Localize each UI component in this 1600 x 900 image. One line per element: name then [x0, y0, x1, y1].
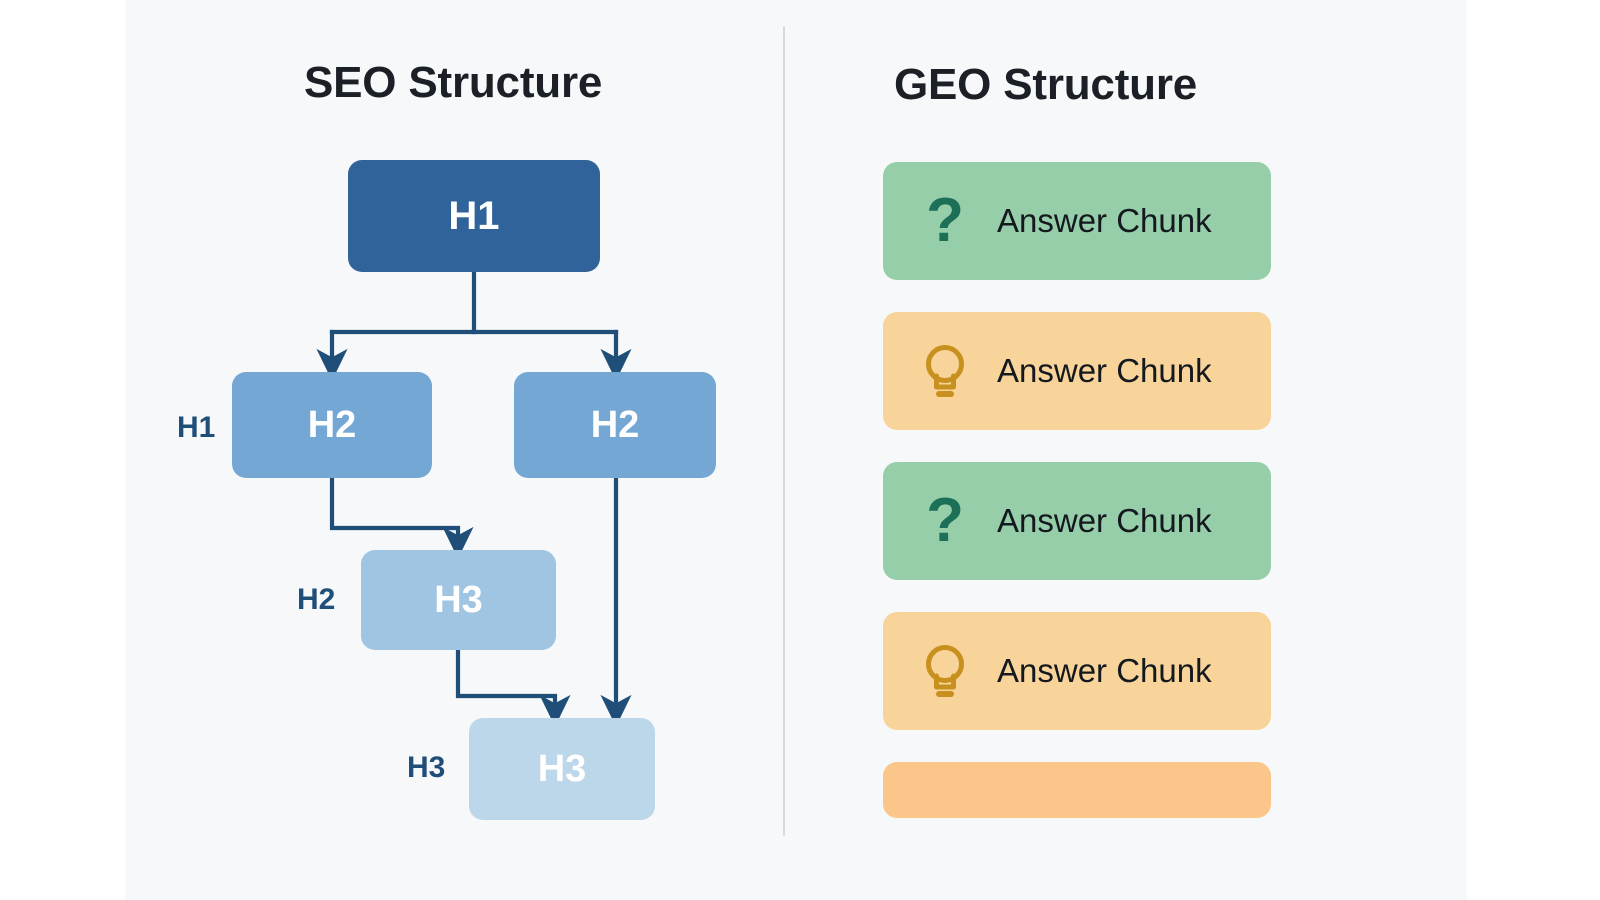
seo-node-label: H3 — [434, 578, 483, 621]
geo-column-title: GEO Structure — [894, 60, 1198, 109]
seo-structure-group: H1 H2 H2 H3 H3 H1 H2 H3 — [125, 0, 783, 900]
seo-level-label-h2: H2 — [297, 583, 336, 616]
answer-chunk-card-empty[interactable] — [883, 762, 1271, 818]
answer-chunk-card[interactable]: Answer Chunk — [883, 612, 1271, 730]
seo-level-label-h3: H3 — [407, 751, 446, 784]
answer-chunk-label: Answer Chunk — [997, 502, 1212, 539]
seo-level-label-h1: H1 — [177, 411, 216, 444]
lightbulb-icon — [919, 640, 971, 702]
seo-node-label: H3 — [537, 747, 587, 790]
answer-chunk-label: Answer Chunk — [997, 202, 1212, 239]
seo-node-h2-right[interactable]: H2 — [514, 372, 716, 478]
seo-node-h3-upper[interactable]: H3 — [361, 550, 556, 650]
answer-chunk-label: Answer Chunk — [997, 652, 1212, 689]
question-mark-icon: ? — [926, 186, 964, 255]
seo-node-label: H2 — [307, 403, 357, 446]
seo-node-label: H1 — [448, 193, 500, 238]
seo-node-h2-left[interactable]: H2 — [232, 372, 432, 478]
answer-chunk-card[interactable]: ? Answer Chunk — [883, 462, 1271, 580]
seo-column-title: SEO Structure — [304, 58, 603, 107]
answer-chunk-card[interactable]: ? Answer Chunk — [883, 162, 1271, 280]
seo-node-h3-lower[interactable]: H3 — [469, 718, 655, 820]
lightbulb-icon — [919, 340, 971, 402]
answer-chunk-card[interactable]: Answer Chunk — [883, 312, 1271, 430]
geo-structure-group: ? Answer Chunk Answer Chunk ? Answer Chu… — [883, 0, 1467, 900]
seo-node-h1[interactable]: H1 — [348, 160, 600, 272]
column-divider — [783, 26, 785, 836]
answer-chunk-label: Answer Chunk — [997, 352, 1212, 389]
question-mark-icon: ? — [926, 486, 964, 555]
seo-node-label: H2 — [590, 403, 640, 446]
